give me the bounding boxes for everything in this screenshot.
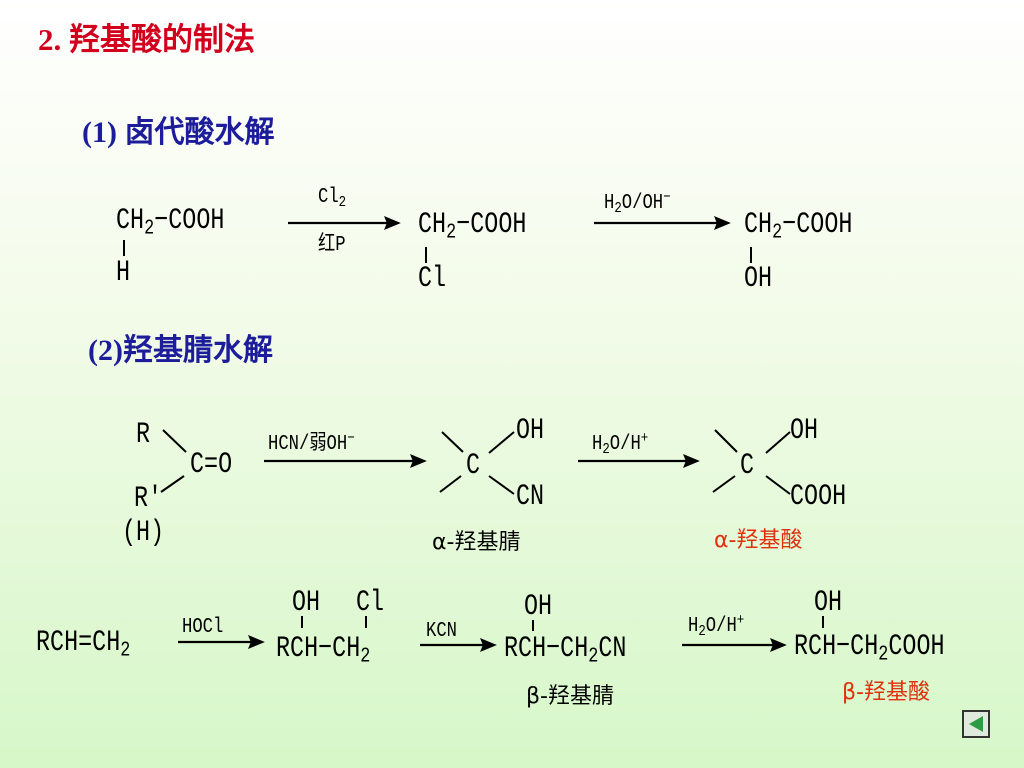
back-button[interactable] — [962, 710, 990, 738]
arrowhead — [770, 637, 787, 653]
arrowhead — [683, 453, 700, 469]
bond-line — [439, 475, 462, 493]
arrowhead — [410, 453, 427, 469]
m2-bottom: Cl — [418, 262, 447, 296]
page-title: 2. 羟基酸的制法 — [38, 22, 255, 57]
arrow2-top-label: H2O/OH− — [604, 188, 671, 217]
acid-oh: OH — [790, 414, 819, 448]
bond-line — [714, 429, 738, 453]
nitrile-carbon: C — [466, 449, 481, 483]
ketone-h: (H) — [122, 516, 165, 550]
ketone-r-prime: R' — [134, 482, 163, 516]
m1-top: CH2−COOH — [116, 204, 225, 241]
ketone-carbonyl: C=O — [190, 448, 233, 482]
nitrile-oh: OH — [516, 414, 545, 448]
bond-line — [160, 475, 185, 493]
beta-acid-main: RCH−CH2COOH — [794, 630, 945, 667]
m3-top: CH2−COOH — [744, 208, 853, 245]
arrow1-top-label: Cl2 — [318, 186, 347, 211]
bond-line — [488, 475, 515, 495]
arrowhead — [480, 637, 497, 653]
beta-acid-oh: OH — [814, 586, 843, 620]
arrow-hcn-label: HCN/弱OH− — [268, 429, 355, 456]
m2-top: CH2−COOH — [418, 208, 527, 245]
beta-nitrile-main: RCH−CH2CN — [504, 632, 627, 669]
bond-line — [441, 431, 464, 453]
nitrile-cn: CN — [516, 480, 545, 514]
arrow-h2o-label: H2O/H+ — [592, 429, 649, 458]
section1-heading: (1) 卤代酸水解 — [82, 116, 275, 149]
halohydrin-main: RCH−CH2 — [276, 632, 371, 669]
section2-heading: (2)羟基腈水解 — [88, 334, 273, 367]
bond-line — [765, 475, 791, 495]
halohydrin-oh: OH — [292, 586, 321, 620]
arrow-kcn-label: KCN — [426, 620, 458, 643]
acid-carbon: C — [740, 449, 755, 483]
m3-bottom: OH — [744, 262, 773, 296]
bond-line — [162, 429, 187, 453]
alpha-acid-name: α-羟基酸 — [714, 528, 803, 553]
arrow-hocl-label: HOCl — [182, 616, 224, 639]
arrowhead — [248, 634, 265, 650]
beta-nitrile-name: β-羟基腈 — [526, 684, 614, 709]
ketone-r: R — [136, 418, 151, 452]
beta-acid-name: β-羟基酸 — [842, 680, 930, 705]
bond-line — [712, 475, 736, 493]
arrowhead — [384, 215, 401, 231]
arrowhead — [714, 215, 731, 231]
back-triangle-icon — [969, 716, 983, 732]
arrow1-bottom-label: 红P — [318, 234, 346, 257]
bond-line — [765, 431, 791, 454]
m1-bottom: H — [116, 256, 131, 290]
arrow3-h2o-label: H2O/H+ — [688, 611, 745, 640]
halohydrin-cl: Cl — [356, 586, 385, 620]
beta-nitrile-oh: OH — [524, 590, 553, 624]
bond-line — [488, 431, 515, 454]
alpha-nitrile-name: α-羟基腈 — [432, 530, 521, 555]
alkene: RCH=CH2 — [36, 626, 131, 663]
acid-cooh: COOH — [790, 480, 847, 514]
